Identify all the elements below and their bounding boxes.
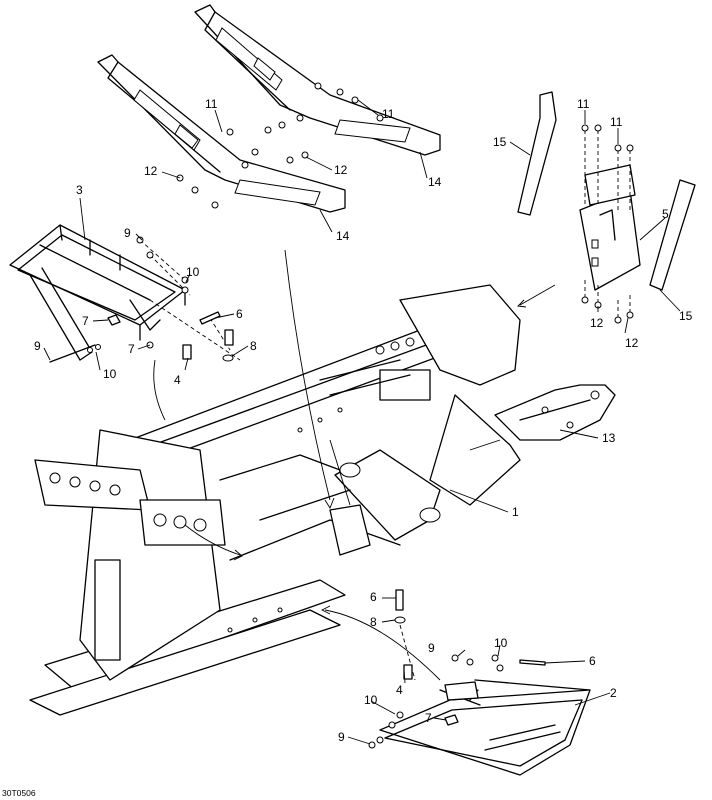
rear-rack-3 [9,224,186,361]
bracket-13 [494,384,616,441]
callout-1: 1 [512,505,519,519]
callout-7c: 7 [425,711,432,725]
callout-9c: 9 [428,641,435,655]
bracket-assembly-5 [579,164,641,291]
callout-12a: 12 [144,164,158,178]
callout-labels: 1 2 3 4 4 5 6 6 6 7 7 7 8 8 9 9 9 9 10 1… [34,97,693,744]
callout-9d: 9 [338,730,345,744]
callout-4b: 4 [396,683,403,697]
callout-8b: 8 [370,615,377,629]
leader-lines [43,99,681,745]
rail-bolts [176,82,384,209]
callout-7a: 7 [82,314,89,328]
front-rack-2 [379,679,591,776]
callout-11d: 11 [610,115,623,129]
diagram-code: 30T0506 [2,788,36,798]
callout-12b: 12 [334,163,348,177]
callout-2: 2 [610,686,617,700]
callout-9a: 9 [124,226,131,240]
callout-12c: 12 [590,316,604,330]
brace-15-left [517,91,557,216]
callout-7b: 7 [128,342,135,356]
callout-10d: 10 [364,693,378,707]
callout-6b: 6 [370,590,377,604]
callout-14b: 14 [336,229,350,243]
callout-11a: 11 [205,97,218,111]
bolt-column-11 [581,124,634,324]
callout-12d: 12 [625,336,639,350]
brace-15-right [649,179,696,291]
callout-10b: 10 [103,367,117,381]
callout-10c: 10 [494,636,508,650]
hardware-upper-left [49,236,241,363]
callout-11c: 11 [577,97,590,111]
callout-9b: 9 [34,339,41,353]
hardware-lower [368,589,546,749]
callout-14a: 14 [428,175,442,189]
main-frame-1 [29,284,521,716]
callout-15b: 15 [679,309,693,323]
callout-5: 5 [662,207,669,221]
callout-15a: 15 [493,135,507,149]
callout-3: 3 [76,183,83,197]
callout-6c: 6 [589,654,596,668]
callout-4a: 4 [174,373,181,387]
callout-10a: 10 [186,265,200,279]
callout-8a: 8 [250,339,257,353]
callout-11b: 11 [382,107,395,121]
callout-13: 13 [602,431,616,445]
callout-6a: 6 [236,307,243,321]
assembly-arrows [153,249,556,681]
rear-rail-lower [97,54,346,213]
